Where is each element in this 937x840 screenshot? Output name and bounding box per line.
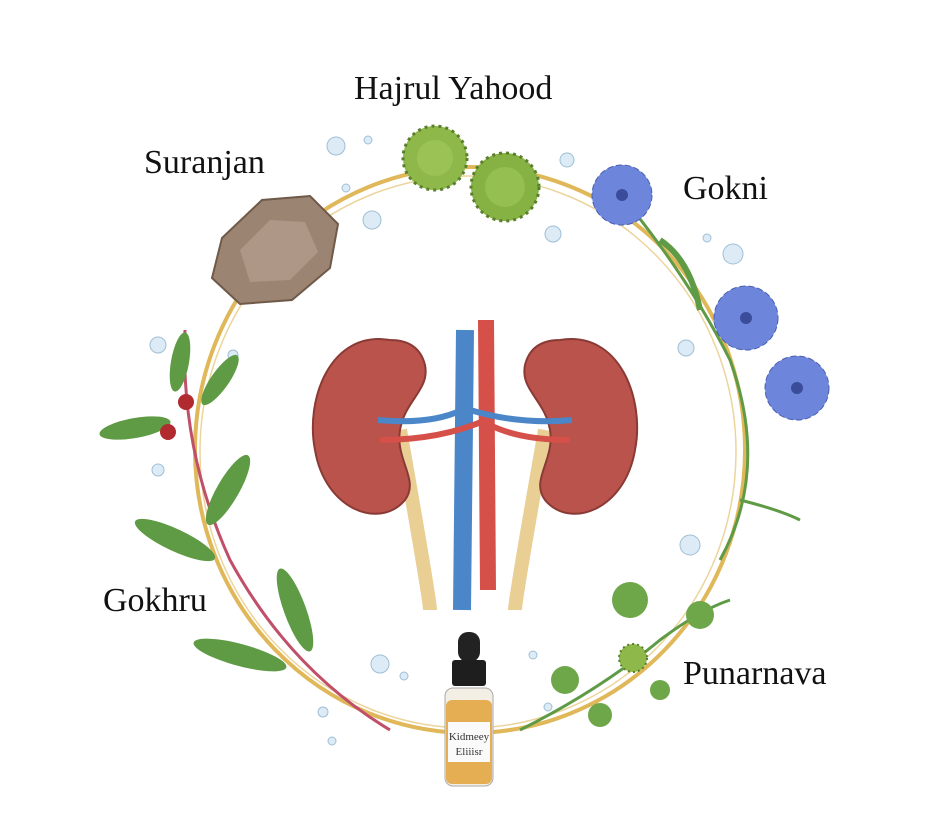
label-gokni: Gokni [683, 170, 768, 207]
bottle-label-line1: Kidmeey [449, 731, 490, 743]
bottle-label-line2: Eliiisr [456, 746, 483, 758]
water-drops [149, 135, 744, 746]
punarnava-plant [519, 582, 731, 732]
kidneys [311, 319, 639, 611]
suranjan-stone [210, 194, 340, 306]
label-gokhru: Gokhru [103, 582, 207, 619]
elixir-bottle[interactable]: Kidmeey Eliiisr [444, 632, 494, 787]
hajrul-yahood-seeds [401, 124, 541, 223]
label-hajrul-yahood: Hajrul Yahood [354, 70, 553, 107]
label-punarnava: Punarnava [683, 655, 827, 692]
gokni-chicory-plant [591, 164, 830, 561]
label-suranjan: Suranjan [144, 144, 265, 181]
gokhru-plant [99, 329, 391, 732]
